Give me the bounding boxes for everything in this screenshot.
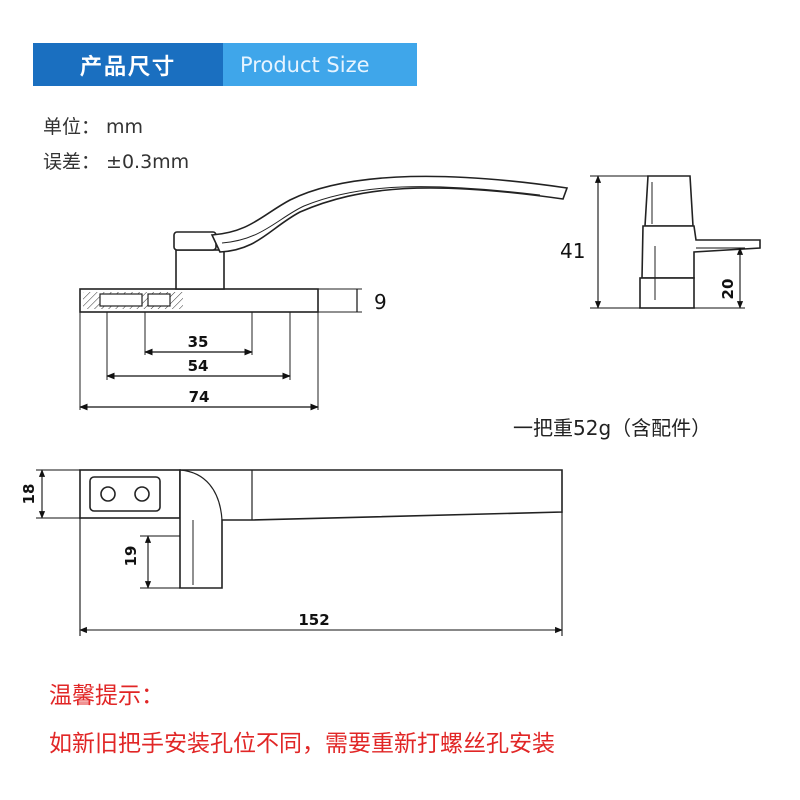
header-title-en: Product Size: [223, 43, 417, 86]
dim-152: 152: [298, 611, 329, 629]
unit-label: 单位： mm: [43, 116, 144, 138]
end-view: [639, 175, 761, 309]
dim-18: 18: [20, 484, 38, 505]
end-view-bottom: [639, 277, 695, 309]
dim-41: 41: [560, 239, 585, 263]
top-view-slot: [89, 476, 161, 512]
tip-body: 如新旧把手安装孔位不同，需要重新打螺丝孔安装: [49, 731, 555, 757]
handle-head: [173, 231, 217, 251]
screw-hole-left: [100, 486, 116, 502]
dim-74: 74: [189, 388, 210, 406]
top-view: [79, 469, 563, 589]
screw-hole-right: [134, 486, 150, 502]
dim-9: 9: [374, 290, 387, 314]
top-view-handle: [179, 469, 563, 589]
product-size-header: 产品尺寸 Product Size: [33, 43, 417, 86]
dim-54: 54: [188, 357, 209, 375]
lever-arm: [210, 175, 569, 253]
weight-note: 一把重52g（含配件）: [513, 416, 712, 440]
header-title-cn: 产品尺寸: [33, 43, 223, 86]
dim-19: 19: [122, 546, 140, 567]
handle-stem: [175, 249, 225, 290]
tolerance-label: 误差： ±0.3mm: [43, 151, 190, 173]
dim-20: 20: [719, 279, 737, 300]
side-view: [79, 175, 569, 410]
end-view-middle: [641, 225, 761, 279]
tip-title: 温馨提示：: [49, 683, 164, 709]
dim-35: 35: [188, 333, 209, 351]
